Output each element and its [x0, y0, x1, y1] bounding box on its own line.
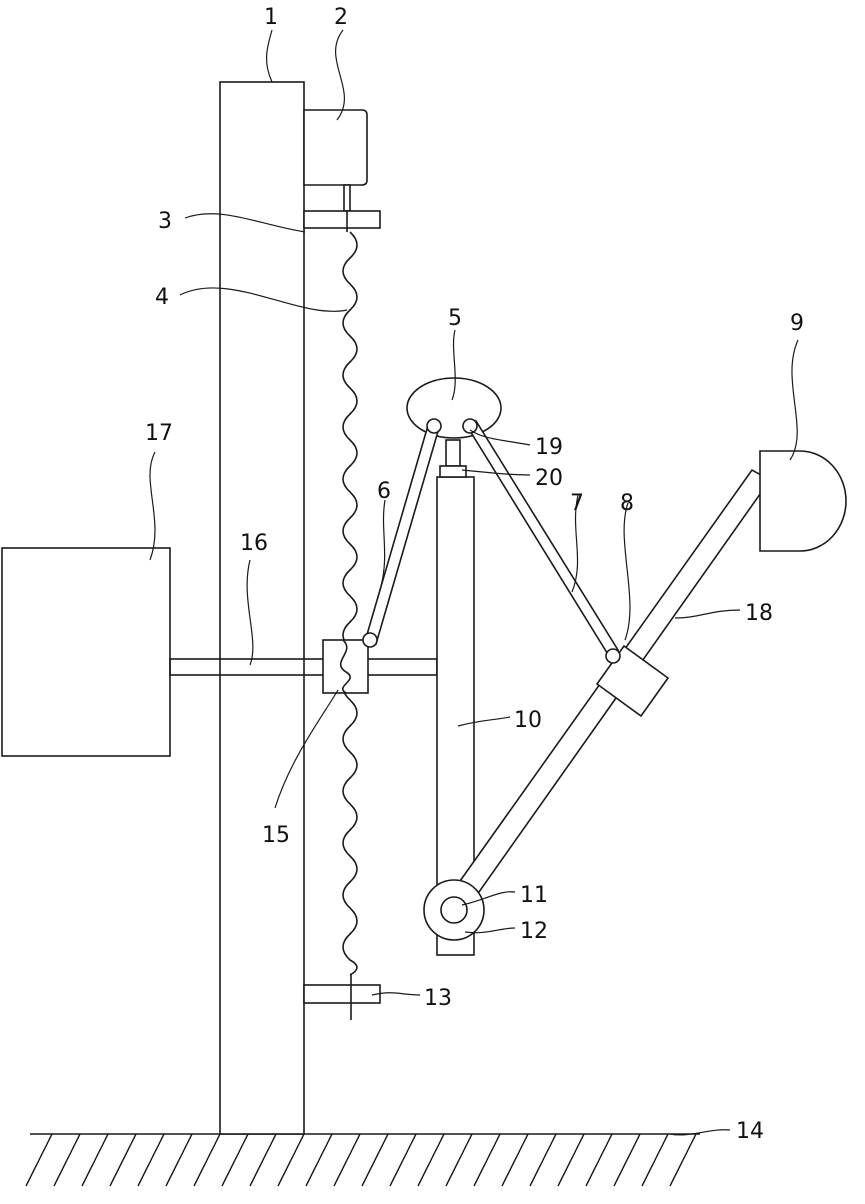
label-20: 20 [535, 466, 563, 491]
hatch-line [474, 1134, 500, 1186]
sleeve-pin [606, 649, 620, 663]
hatch-line [418, 1134, 444, 1186]
upper-bracket [304, 211, 380, 228]
hatch-line [390, 1134, 416, 1186]
ground-hatching [26, 1134, 696, 1186]
connector-19 [446, 440, 460, 466]
label-17: 17 [145, 421, 173, 446]
ground [26, 1134, 700, 1186]
motor-shaft [344, 185, 350, 211]
label-1: 1 [264, 5, 278, 30]
hatch-line [558, 1134, 584, 1186]
hatch-line [334, 1134, 360, 1186]
left-upper-pin [427, 419, 441, 433]
hatch-line [166, 1134, 192, 1186]
hatch-line [26, 1134, 52, 1186]
screw-rod [343, 232, 357, 975]
hatch-line [502, 1134, 528, 1186]
hatch-line [250, 1134, 276, 1186]
hatch-line [586, 1134, 612, 1186]
label-3: 3 [158, 209, 172, 234]
pivot-pin [441, 897, 467, 923]
label-5: 5 [448, 306, 462, 331]
hatch-line [530, 1134, 556, 1186]
left-lower-pin [363, 633, 377, 647]
hatch-line [110, 1134, 136, 1186]
label-11: 11 [520, 883, 548, 908]
label-2: 2 [334, 5, 348, 30]
control-box [2, 548, 170, 756]
hatch-line [670, 1134, 696, 1186]
label-9: 9 [790, 311, 804, 336]
left-arm [366, 422, 439, 644]
hatch-line [446, 1134, 472, 1186]
top-oval [407, 378, 501, 438]
hatch-line [614, 1134, 640, 1186]
right-upper-pin [463, 419, 477, 433]
hatch-line [278, 1134, 304, 1186]
label-15: 15 [262, 823, 290, 848]
hatch-line [222, 1134, 248, 1186]
label-8: 8 [620, 491, 634, 516]
label-7: 7 [570, 491, 584, 516]
hatch-line [642, 1134, 668, 1186]
lower-bracket [304, 985, 380, 1003]
label-6: 6 [377, 479, 391, 504]
hatch-line [194, 1134, 220, 1186]
label-10: 10 [514, 708, 542, 733]
vertical-column [220, 82, 304, 1134]
label-14: 14 [736, 1119, 764, 1144]
diagonal-rod [438, 470, 770, 916]
lamp-head [760, 451, 846, 551]
label-16: 16 [240, 531, 268, 556]
motor [304, 110, 367, 185]
label-19: 19 [535, 435, 563, 460]
label-18: 18 [745, 601, 773, 626]
hatch-line [306, 1134, 332, 1186]
label-12: 12 [520, 919, 548, 944]
connector-20 [440, 466, 466, 477]
hatch-line [54, 1134, 80, 1186]
label-13: 13 [424, 986, 452, 1011]
hatch-line [362, 1134, 388, 1186]
hatch-line [82, 1134, 108, 1186]
label-4: 4 [155, 285, 169, 310]
hatch-line [138, 1134, 164, 1186]
